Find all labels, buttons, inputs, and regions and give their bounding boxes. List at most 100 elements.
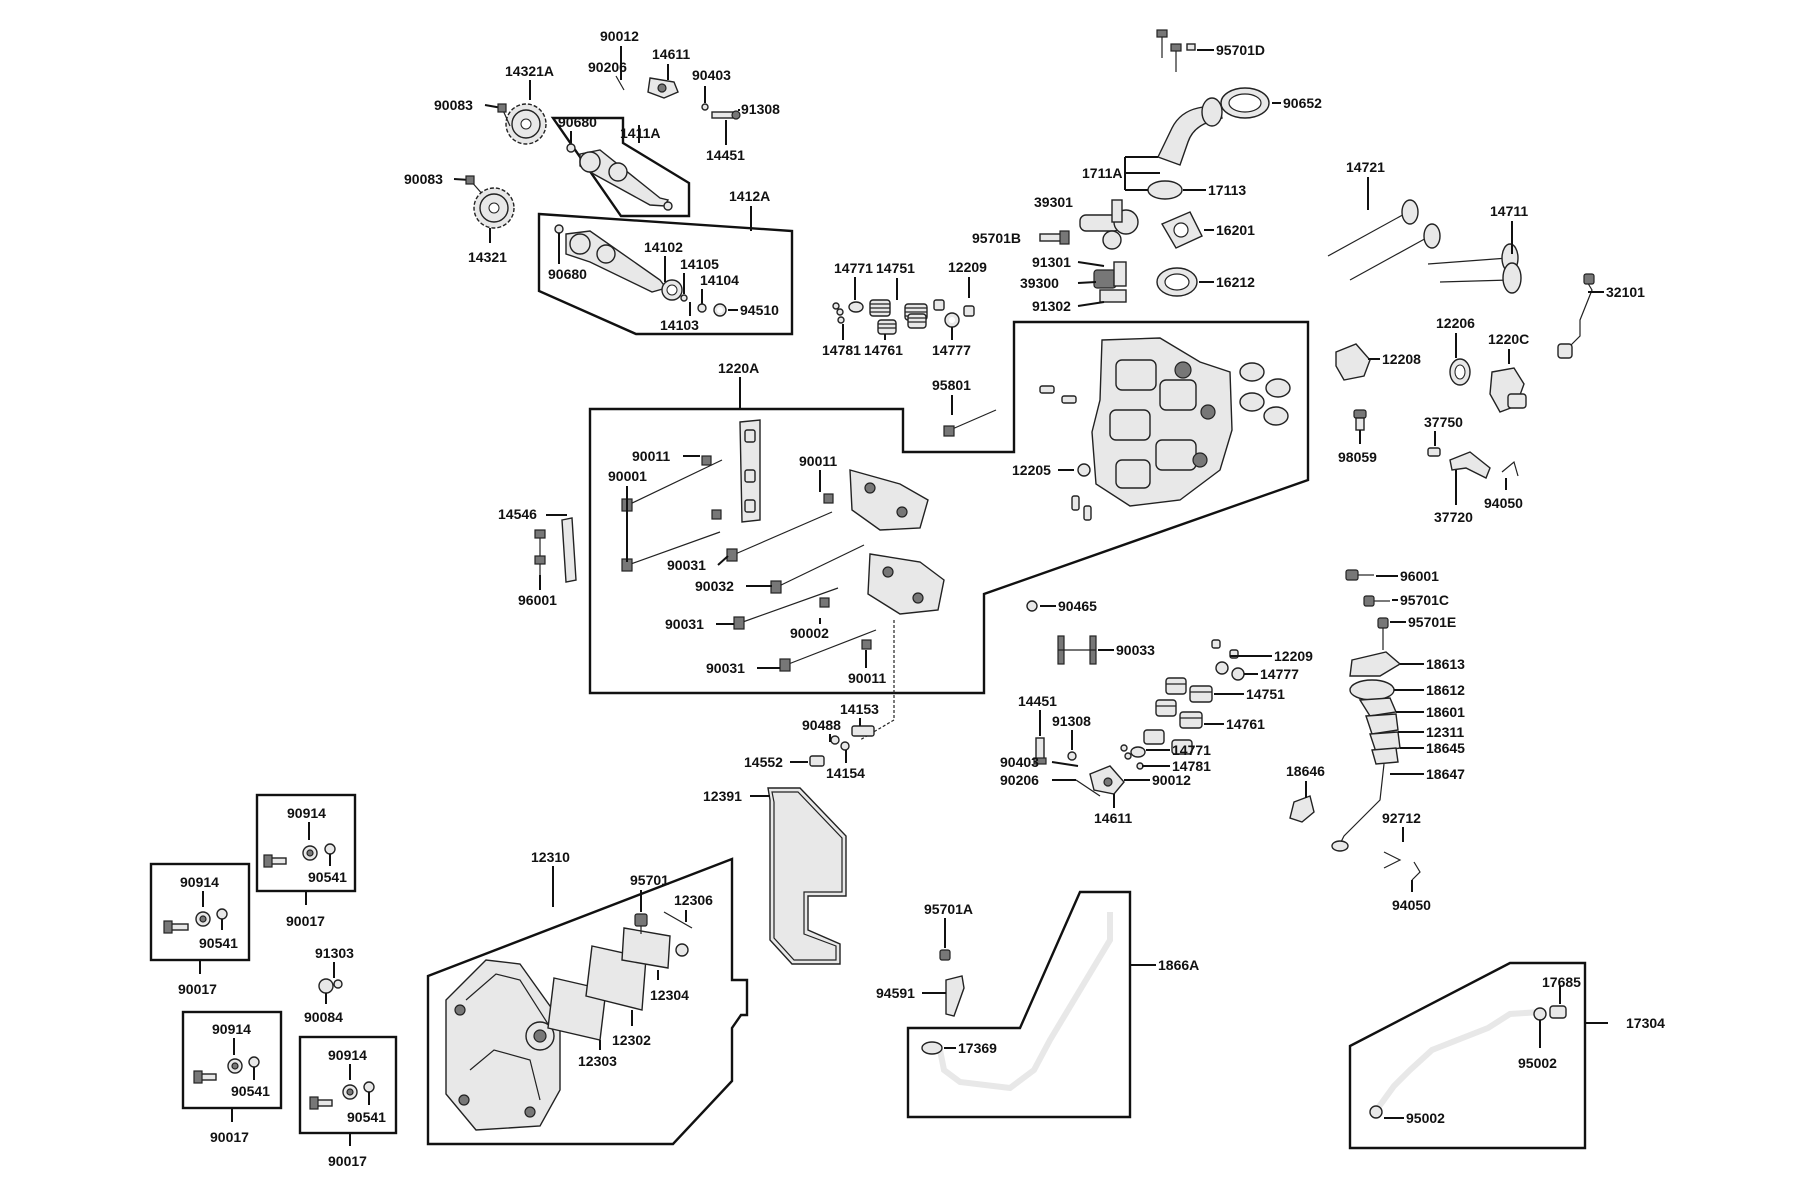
label-90001: 90001 [608, 468, 647, 484]
label-90032: 90032 [695, 578, 734, 594]
cam-holder-lower [867, 553, 945, 615]
label-12311: 12311 [1426, 724, 1464, 740]
label-90914d: 90914 [328, 1047, 367, 1063]
bolt-95701 [634, 913, 648, 934]
label-95701: 95701 [630, 872, 669, 888]
label-14321A: 14321A [505, 63, 554, 79]
label-14552: 14552 [744, 754, 783, 770]
valve-spring-group-lower [1120, 639, 1245, 770]
clip-17369 [921, 1041, 943, 1055]
label-14451a: 14451 [706, 147, 745, 163]
label-91303: 91303 [315, 945, 354, 961]
thermostat-1220C [1489, 367, 1527, 413]
label-90465: 90465 [1058, 598, 1097, 614]
label-94510: 94510 [740, 302, 779, 318]
label-14451b: 14451 [1018, 693, 1057, 709]
bolt-14552 [809, 755, 825, 767]
label-14103: 14103 [660, 317, 699, 333]
washer-90465 [1026, 600, 1038, 612]
valve-spring-group-top: 14771 14781 14751 14761 12209 [822, 259, 987, 358]
pin-12306 [663, 911, 693, 929]
box-12310 [426, 857, 749, 1146]
label-37720: 37720 [1434, 509, 1473, 525]
label-14104: 14104 [700, 272, 739, 288]
valve-seats [1239, 362, 1291, 426]
sensor-98059 [1353, 409, 1367, 431]
label-90012b: 90012 [1152, 772, 1191, 788]
label-14711: 14711 [1490, 203, 1528, 219]
cap-12208 [1335, 343, 1371, 381]
gasket-17113 [1147, 180, 1183, 200]
bolt-kit-d: 90914 90541 90017 [298, 1035, 398, 1169]
oil-line-group [1289, 569, 1402, 852]
label-90083a: 90083 [434, 97, 473, 113]
chain-guide-14546 [534, 517, 577, 583]
bolt-kit-c: 90914 90541 90017 [181, 1010, 283, 1145]
plug-90084 [318, 978, 343, 994]
label-16201: 16201 [1216, 222, 1255, 238]
label-14611b: 14611 [1094, 810, 1132, 826]
pin-91308a [711, 110, 741, 120]
springs-top [869, 299, 928, 335]
label-90541c: 90541 [231, 1083, 270, 1099]
gasket-16201 [1160, 211, 1203, 249]
gasket-12391 [767, 787, 847, 965]
label-37750: 37750 [1424, 414, 1463, 430]
label-14154: 14154 [826, 765, 865, 781]
label-1711A: 1711A [1082, 165, 1122, 181]
injector-39300 [1093, 261, 1127, 303]
label-95002b: 95002 [1406, 1110, 1445, 1126]
camshaft-group: 90012 90206 14611 90403 91308 14451 1432… [404, 28, 794, 336]
label-91308a: 91308 [741, 101, 780, 117]
hose-17304 [1375, 1009, 1541, 1110]
plug-12205 [1077, 463, 1091, 477]
sprocket-14321 [473, 187, 515, 229]
sensor-32101 [1557, 273, 1595, 359]
hose-1866A [937, 912, 1113, 1092]
seals-top [933, 299, 975, 328]
label-1411A: 1411A [620, 125, 660, 141]
label-12209a: 12209 [948, 259, 987, 275]
clip-94050a [1501, 460, 1519, 477]
label-1866A: 1866A [1158, 957, 1199, 973]
label-95701C: 95701C [1400, 592, 1449, 608]
retainers-top [832, 301, 864, 324]
label-90403b: 90403 [1000, 754, 1039, 770]
bolt-95701B [1039, 230, 1070, 245]
label-12208: 12208 [1382, 351, 1421, 367]
label-14105: 14105 [680, 256, 719, 272]
label-17369: 17369 [958, 1040, 997, 1056]
label-90012a: 90012 [600, 28, 639, 44]
box-1220A [588, 320, 1310, 695]
label-12303: 12303 [578, 1053, 617, 1069]
label-91302: 91302 [1032, 298, 1071, 314]
throttle-39301 [1079, 199, 1139, 250]
label-90017b: 90017 [286, 913, 325, 929]
label-14781b: 14781 [1172, 758, 1211, 774]
plate-12304 [621, 927, 689, 969]
bolt-95701D [1156, 29, 1196, 72]
cam-holder-upper [739, 419, 761, 523]
label-94050b: 94050 [1392, 897, 1431, 913]
label-90652: 90652 [1283, 95, 1322, 111]
dowels-head [1039, 385, 1092, 521]
bolt-95701A [939, 949, 951, 961]
label-90914a: 90914 [180, 874, 219, 890]
label-12209b: 12209 [1274, 648, 1313, 664]
label-90206b: 90206 [1000, 772, 1039, 788]
label-90017d: 90017 [328, 1153, 367, 1169]
label-95002a: 95002 [1518, 1055, 1557, 1071]
label-90914b: 90914 [287, 805, 326, 821]
label-12306: 12306 [674, 892, 713, 908]
box-1412A [537, 212, 794, 336]
label-90541b: 90541 [308, 869, 347, 885]
label-14777b: 14777 [1260, 666, 1299, 682]
label-18601: 18601 [1426, 704, 1465, 720]
label-92712: 92712 [1382, 810, 1421, 826]
label-14153: 14153 [840, 701, 879, 717]
label-14321: 14321 [468, 249, 507, 265]
label-14781a: 14781 [822, 342, 861, 358]
label-90017c: 90017 [210, 1129, 249, 1145]
label-12205: 12205 [1012, 462, 1051, 478]
